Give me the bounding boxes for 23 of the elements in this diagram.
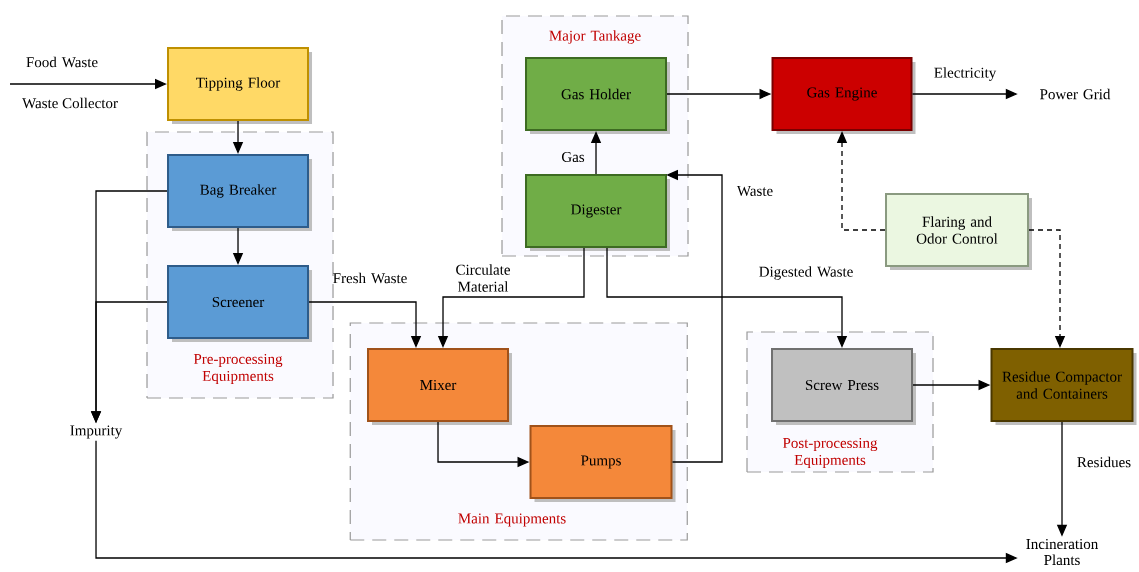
process-box: Gas Engine [771,57,916,134]
edge-label: Circulate Material [456,264,510,292]
process-box: Screener [167,265,312,342]
process-box: Bag Breaker [167,154,312,231]
process-box: Screw Press [771,348,916,425]
edge-label: Food Waste [26,56,98,68]
edge-label: Electricity [934,67,997,81]
edge-label: Digested Waste [759,266,853,280]
source-label: Waste Collector [22,97,118,109]
edge-label: Gas [561,151,585,163]
edge-label: Residues [1077,456,1131,468]
process-box: Mixer [367,348,512,425]
edge-label: Waste [736,185,773,196]
endpoint-label: Impurity [70,425,123,439]
process-box: Digester [525,174,670,251]
process-box: Pumps [529,425,676,502]
endpoint-label: Incineration Plants [1026,538,1099,566]
process-box: Tipping Floor [167,47,312,124]
edge-label: Fresh Waste [333,272,407,284]
process-box: Residue Compactor and Containers [990,348,1137,425]
process-box: Flaring and Odor Control [885,193,1032,270]
process-box: Gas Holder [525,57,670,134]
endpoint-label: Power Grid [1040,88,1111,100]
